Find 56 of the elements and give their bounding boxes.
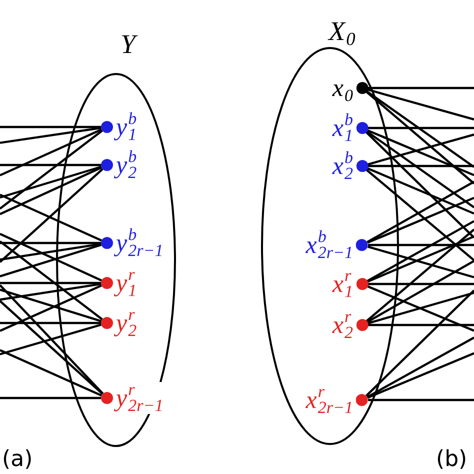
graph-edge (366, 91, 474, 184)
graph-edge (0, 166, 102, 216)
graph-edge (0, 288, 102, 322)
graph-edge (367, 167, 474, 215)
graph-edge (366, 180, 474, 243)
graph-edge (366, 290, 474, 397)
set-label: Y (120, 31, 136, 58)
graph-edge (367, 292, 474, 324)
graph-edge (367, 352, 474, 399)
graph-edge (367, 88, 474, 120)
graph-edge (368, 86, 474, 90)
graph-edge (0, 164, 101, 166)
graph-edge (0, 349, 102, 397)
graph-edge (0, 284, 104, 394)
graph-edge (0, 168, 104, 263)
graph-edge (0, 130, 103, 210)
panel-label: (a) (2, 447, 33, 472)
graph-edge (0, 322, 101, 324)
graph-edge (0, 284, 102, 332)
graph-edge (0, 244, 102, 278)
graph-edge (366, 228, 474, 322)
graph-edge (366, 220, 474, 282)
graph-edge (0, 300, 104, 395)
graph-edge (368, 164, 474, 168)
graph-edge (366, 169, 474, 262)
graph-edge (366, 90, 474, 168)
graph-edge (0, 128, 102, 176)
graph-edge (0, 242, 101, 244)
graph-edge (0, 324, 102, 356)
graph-edge (0, 232, 102, 282)
graph-edge (367, 196, 474, 244)
graph-edge (0, 242, 102, 261)
graph-edge (367, 285, 474, 332)
graph-edge (0, 126, 101, 128)
graph-edge (367, 129, 474, 176)
graph-edge (366, 260, 474, 323)
graph-edge (0, 396, 101, 400)
graph-edge (0, 166, 102, 199)
graph-edge (368, 244, 474, 246)
graph-edge (366, 131, 474, 238)
graph-edge (0, 194, 102, 242)
graph-edge (367, 246, 474, 278)
graph-edge (0, 282, 101, 284)
graph-edge (367, 134, 474, 166)
panel-label: (b) (436, 447, 468, 472)
graph-edge (366, 336, 474, 398)
graph-edge (0, 126, 102, 144)
set-label: X$_{0}$ (328, 14, 356, 49)
graph-edge (368, 324, 474, 326)
graph-edge (0, 282, 102, 301)
graph-edge (0, 240, 103, 320)
graph-edge (368, 126, 474, 130)
graph-edge (368, 398, 474, 402)
graph-edge (366, 130, 474, 208)
graph-edge (368, 282, 474, 286)
graph-edge (367, 235, 474, 283)
